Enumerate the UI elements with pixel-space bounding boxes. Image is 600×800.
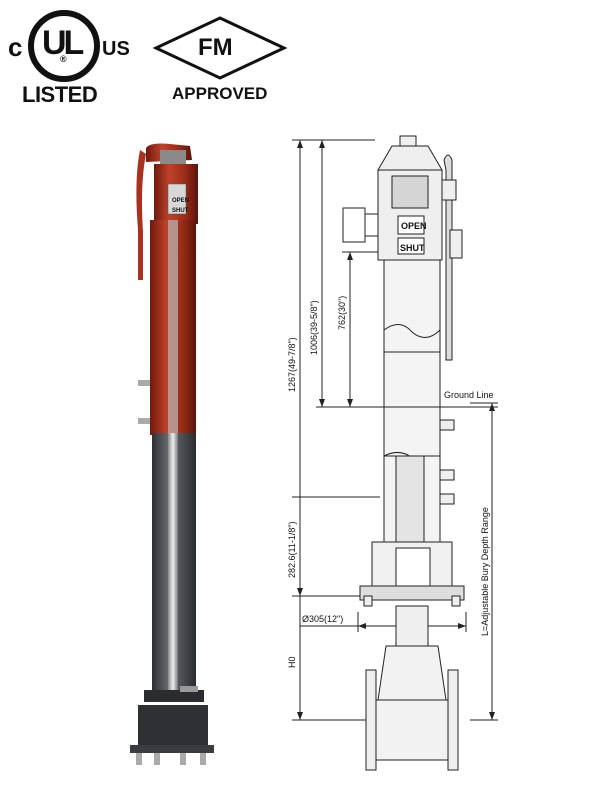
ul-logo-icon [28, 10, 100, 82]
ul-us-letters: US [102, 38, 130, 60]
fm-diamond-icon [152, 16, 288, 80]
photo-open-label: OPEN [172, 198, 189, 204]
photo-shut-label: SHUT [172, 208, 189, 214]
ul-listed-badge: c UL ® US LISTED [8, 6, 130, 107]
ul-listed-text: LISTED [22, 82, 98, 107]
hydrant-product-image: OPEN SHUT [130, 143, 214, 765]
ul-registered: ® [60, 54, 67, 64]
drawing-shut-label: SHUT [400, 243, 425, 253]
ground-line-label: Ground Line [444, 390, 494, 400]
dim-bury-depth: L=Adjustable Bury Depth Range [480, 507, 490, 636]
fm-approved-text: APPROVED [172, 84, 268, 103]
fm-mark: FM [198, 34, 233, 61]
drawing-open-label: OPEN [401, 221, 427, 231]
fm-approved-badge: FM APPROVED [150, 14, 290, 106]
ul-mark: UL [42, 24, 84, 62]
ul-c-letter: c [8, 32, 23, 62]
